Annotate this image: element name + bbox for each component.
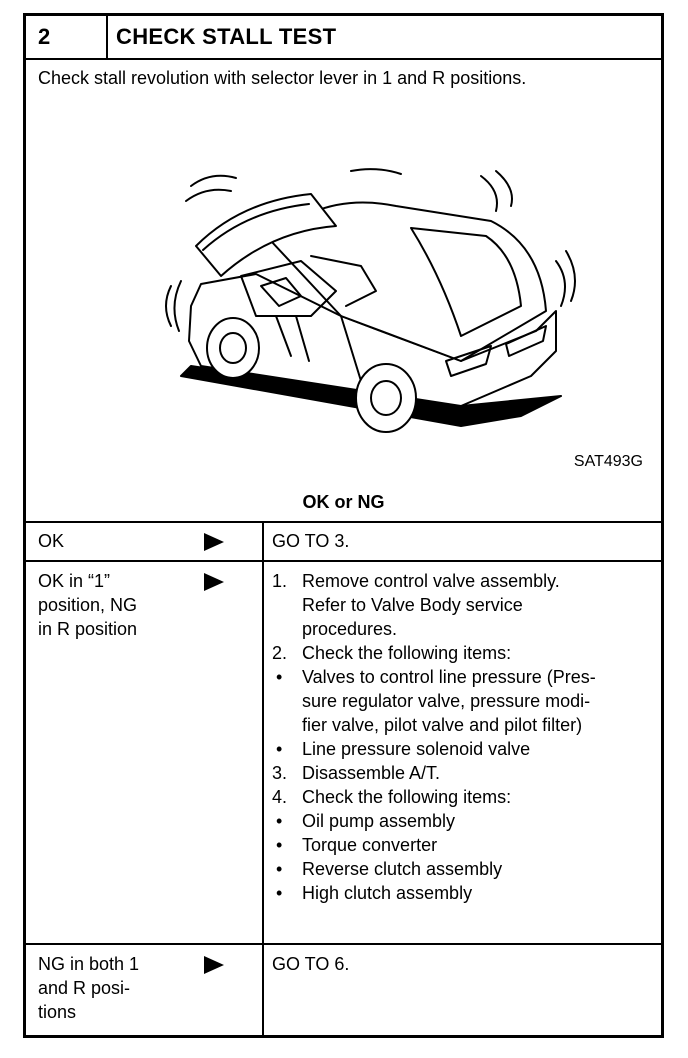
bullet-item: • Line pressure solenoid valve [276, 739, 531, 759]
car-stall-test-illustration [165, 168, 576, 433]
bullet-item: • Oil pump assembly [276, 811, 456, 831]
procedure-box: 2 CHECK STALL TEST Check stall revolutio… [23, 13, 664, 1038]
step-4: 4. Check the following items: [272, 787, 512, 807]
step-1: 1. Remove control valve assembly. Refer … [272, 571, 560, 639]
figure-code: SAT493G [573, 453, 643, 470]
bullet-icon: • [276, 667, 283, 687]
header-row: 2 CHECK STALL TEST [26, 16, 661, 60]
row-divider [26, 521, 661, 523]
bullet-item: • Reverse clutch assembly [276, 859, 503, 879]
bullet-icon: • [276, 811, 283, 831]
row-divider [26, 560, 661, 562]
action-goto-6: GO TO 6. [272, 954, 350, 974]
condition-ok-1-ng-r: OK in “1” position, NG in R position [38, 571, 138, 639]
column-divider [262, 521, 264, 1035]
bullet-item: • High clutch assembly [276, 883, 473, 903]
bullet-icon: • [276, 739, 283, 759]
bullet-icon: • [276, 835, 283, 855]
bullet-icon: • [276, 859, 283, 879]
bullet-item: • Torque converter [276, 835, 438, 855]
step-title: CHECK STALL TEST [116, 24, 337, 49]
arrow-icon [204, 573, 224, 591]
condition-ok: OK [38, 531, 65, 551]
arrow-icon [204, 533, 224, 551]
row-divider [26, 943, 661, 945]
step-number: 2 [26, 16, 108, 58]
bullet-item: • Valves to control line pressure (Pres-… [276, 667, 596, 735]
intro-text: Check stall revolution with selector lev… [38, 68, 527, 88]
result-label: OK or NG [302, 492, 385, 512]
arrow-icon [204, 956, 224, 974]
bullet-icon: • [276, 883, 283, 903]
action-steps: 1. Remove control valve assembly. Refer … [272, 569, 657, 905]
step-2: 2. Check the following items: [272, 643, 512, 663]
condition-ng-both: NG in both 1 and R posi- tions [38, 954, 140, 1022]
action-goto-3: GO TO 3. [272, 531, 350, 551]
step-3: 3. Disassemble A/T. [272, 763, 441, 783]
